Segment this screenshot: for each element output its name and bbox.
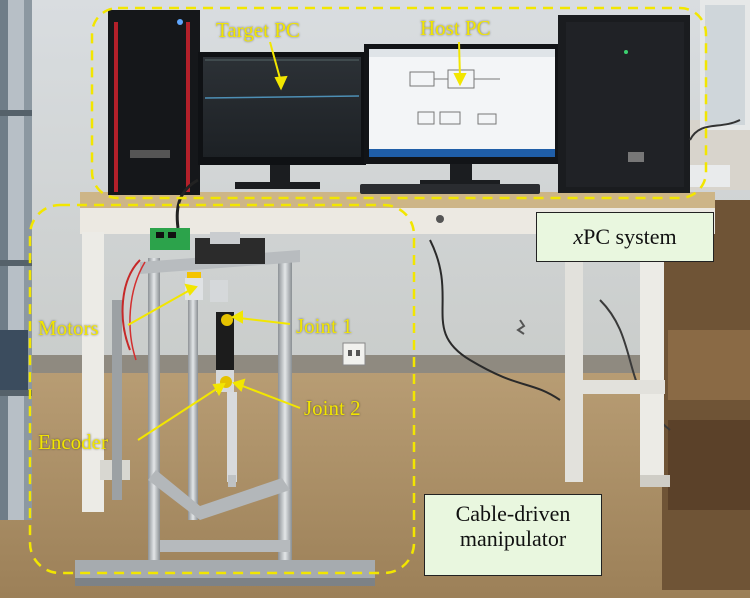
target-pc-label: Target PC (216, 18, 300, 42)
target-pc-tower (108, 10, 200, 195)
right-cabinet (662, 120, 750, 590)
cable-driven-line: Cable-driven (455, 501, 571, 526)
motors-label: Motors (38, 316, 99, 340)
left-shelf (0, 0, 32, 520)
manipulator-line: manipulator (459, 526, 567, 552)
xpc-system-box: xPC system (536, 212, 714, 262)
host-monitor (364, 44, 560, 187)
power-outlet (342, 342, 366, 366)
manipulator-region (28, 203, 416, 575)
joint2-label: Joint 2 (304, 396, 361, 420)
keyboard (360, 184, 540, 194)
xpc-system-text: PC system (583, 224, 677, 249)
electronics (121, 228, 265, 361)
host-pc-label: Host PC (420, 16, 491, 40)
cable-driven-manipulator-box: Cable-driven manipulator (424, 494, 602, 576)
host-pc-tower (558, 15, 690, 193)
xpc-region (90, 6, 708, 200)
xpc-italic-x: x (573, 224, 584, 249)
target-monitor (198, 52, 366, 189)
joint1-label: Joint 1 (296, 314, 353, 338)
annotation-arrows (127, 41, 467, 441)
encoder-label: Encoder (38, 430, 108, 454)
